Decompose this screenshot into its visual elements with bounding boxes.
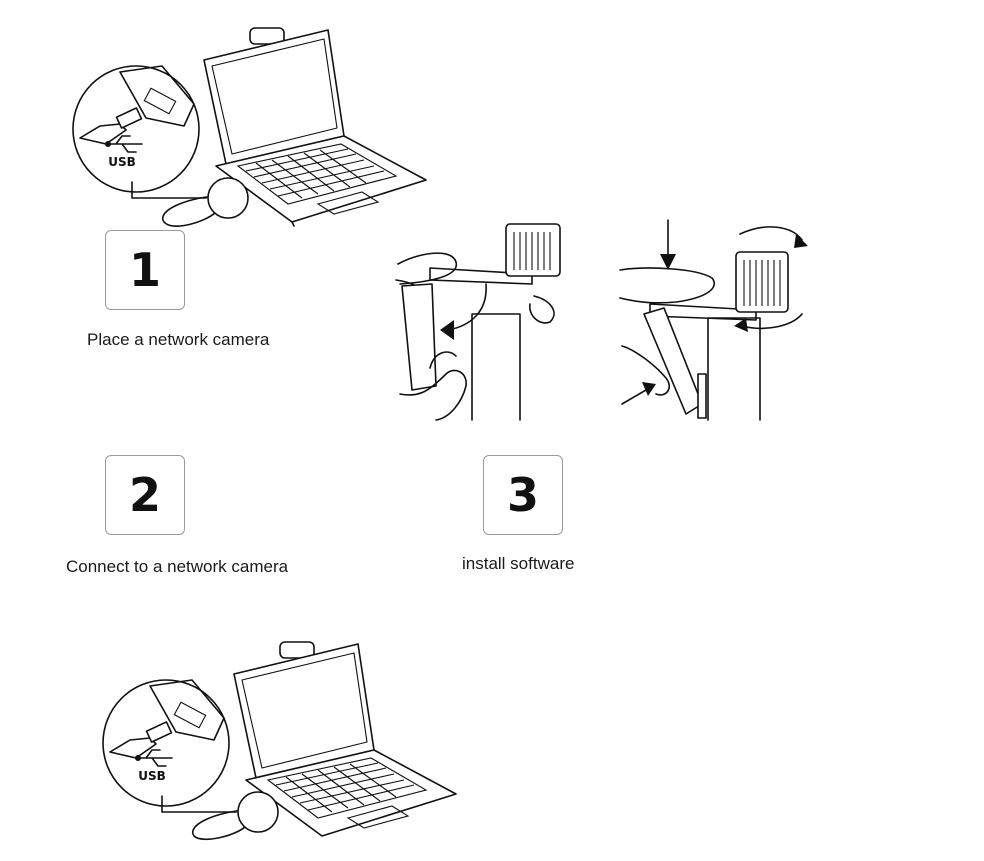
step-3-number: 3 (506, 468, 539, 522)
camera-mount-attach-illustration (619, 219, 808, 421)
laptop-usb-illustration-bottom: USB (102, 641, 457, 841)
step-2-box: 2 (105, 455, 185, 535)
usb-label-top: USB (108, 155, 136, 169)
step-1-caption: Place a network camera (87, 330, 270, 349)
step-1-box: 1 (105, 230, 185, 310)
laptop-usb-illustration-top: USB (72, 27, 427, 227)
step-1-number: 1 (128, 243, 161, 297)
usb-label-bottom: USB (138, 769, 166, 783)
step-2-number: 2 (128, 468, 161, 522)
step-3-caption: install software (462, 554, 575, 573)
camera-mount-open-illustration (395, 223, 561, 421)
step-2-caption: Connect to a network camera (66, 557, 289, 576)
step-3-box: 3 (483, 455, 563, 535)
